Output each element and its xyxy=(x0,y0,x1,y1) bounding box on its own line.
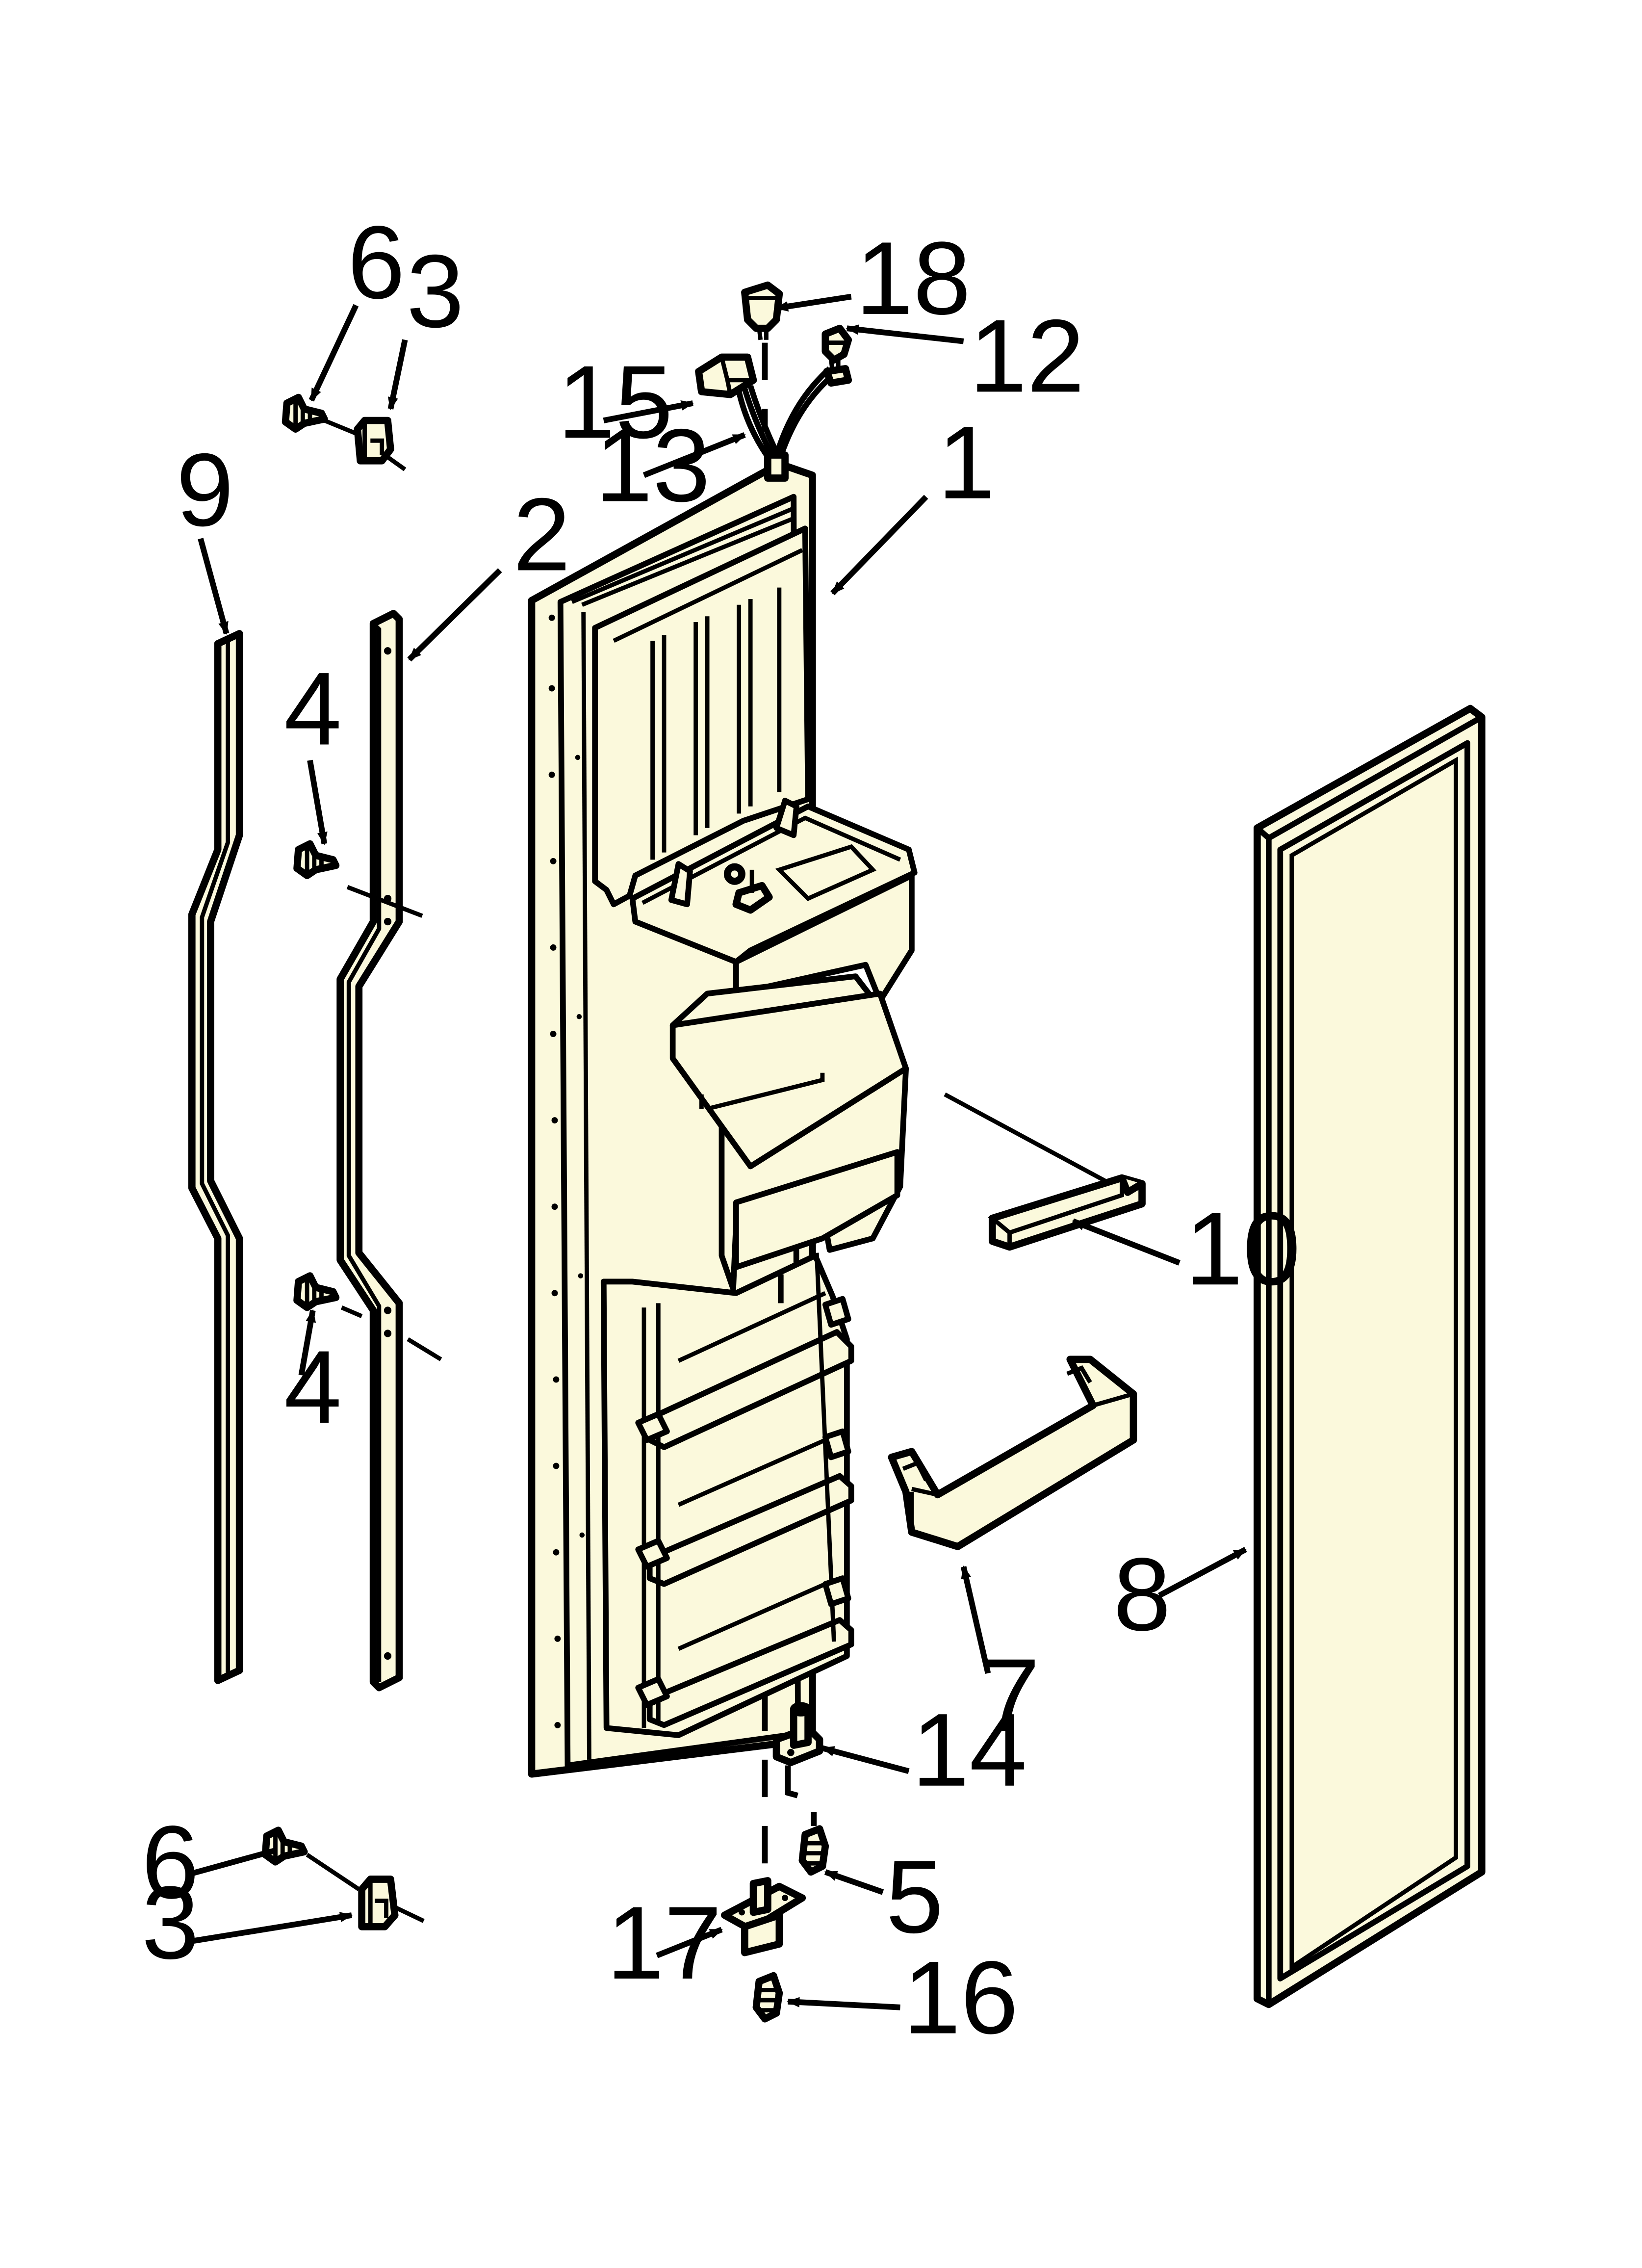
part-1-door xyxy=(528,460,918,1778)
callout-3-bottom: 3 xyxy=(142,1865,200,1981)
part-17-hinge-plate xyxy=(721,1877,806,1956)
part-5-screw xyxy=(798,1825,829,1876)
callout-6-top: 6 xyxy=(347,205,405,320)
callout-14: 14 xyxy=(912,1692,1027,1808)
part-14-hinge-pin xyxy=(772,1702,823,1767)
callout-1: 1 xyxy=(938,405,996,521)
callout-13: 13 xyxy=(595,407,710,523)
callout-3-top: 3 xyxy=(407,233,464,349)
part-6-screw-top xyxy=(282,393,328,433)
callout-8: 8 xyxy=(1113,1537,1171,1652)
callout-7: 7 xyxy=(982,1637,1040,1753)
leader-lines xyxy=(191,293,1247,2010)
part-3-clip-bottom xyxy=(306,1852,425,1930)
part-16-screw xyxy=(752,1972,783,2023)
callout-16: 16 xyxy=(903,1940,1018,2056)
part-15-connector xyxy=(695,353,757,398)
callout-12: 12 xyxy=(969,298,1084,414)
callout-15: 15 xyxy=(558,344,673,460)
callout-18: 18 xyxy=(855,220,971,336)
callout-5: 5 xyxy=(886,1839,944,1955)
part-4-screw-top xyxy=(293,840,423,918)
callout-4-bottom: 4 xyxy=(284,1329,342,1445)
callout-2: 2 xyxy=(513,476,571,592)
callout-10: 10 xyxy=(1185,1191,1301,1306)
callout-17: 17 xyxy=(607,1885,722,2001)
door-side-holes xyxy=(548,614,585,1728)
part-12-screw xyxy=(821,324,852,387)
callout-4-top: 4 xyxy=(284,651,342,767)
callout-9: 9 xyxy=(176,432,234,547)
callout-6-bottom: 6 xyxy=(142,1804,200,1920)
part-8-gasket-frame xyxy=(1254,704,1486,2008)
part-3-clip-top xyxy=(323,417,407,471)
part-9-strip xyxy=(188,630,243,1684)
callout-labels: 1 2 3 6 9 4 4 18 12 15 13 10 8 7 14 5 17… xyxy=(142,205,1301,2056)
part-4-screw-bottom xyxy=(293,1272,442,1361)
part-7-door-bin xyxy=(888,1356,1137,1550)
part-10-trim xyxy=(944,1092,1146,1251)
part-18-plug xyxy=(741,281,783,432)
hinge-dashed-lines xyxy=(762,1693,817,1872)
